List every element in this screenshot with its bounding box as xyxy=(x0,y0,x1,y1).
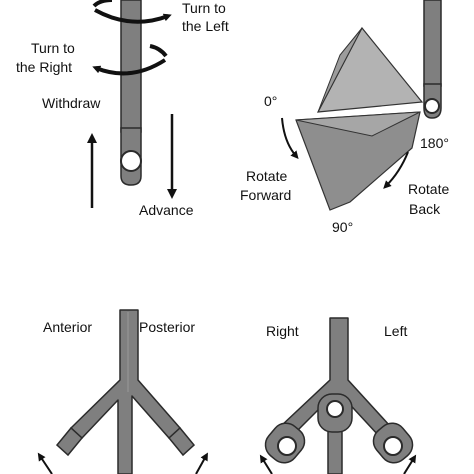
turn-right-label-line2: the Right xyxy=(16,59,72,75)
turn-left-label-line1: Turn to xyxy=(182,0,226,16)
flexion-tip-lens-icon xyxy=(424,98,440,114)
rotate-forward-arrow xyxy=(281,117,299,160)
panel-tip-flexion: 0° 180° 90° Rotate Forward Rotate Back xyxy=(240,0,449,235)
anterior-direction-arrow xyxy=(37,452,53,474)
scope-shaft-flexion xyxy=(423,0,442,119)
scope-shaft xyxy=(120,0,142,186)
angle-end-label: 180° xyxy=(420,135,449,151)
anterior-label: Anterior xyxy=(43,319,92,335)
center-tip xyxy=(317,393,353,433)
panel-anterior-posterior: Anterior Posterior xyxy=(37,309,208,474)
left-label: Left xyxy=(384,323,407,339)
withdraw-label: Withdraw xyxy=(42,95,101,111)
center-tip-lens-icon xyxy=(326,400,344,418)
scope-tip-lens-icon xyxy=(120,150,142,172)
right-tip xyxy=(264,422,306,464)
posterior-tip xyxy=(167,426,196,457)
panel-shaft-motions: Turn to the Left Turn to the Right Withd… xyxy=(16,0,229,218)
turn-left-arrow xyxy=(92,0,172,24)
turn-right-arrow xyxy=(92,44,168,76)
posterior-direction-arrow xyxy=(195,452,208,474)
flexion-sector-upper-shade xyxy=(317,27,363,113)
flexion-sector-upper xyxy=(316,26,424,113)
left-direction-arrow xyxy=(403,454,417,474)
rotate-forward-label-line1: Rotate xyxy=(246,168,287,184)
rotate-back-label-line1: Rotate xyxy=(408,181,449,197)
turn-left-label-line2: the Left xyxy=(182,18,229,34)
advance-label: Advance xyxy=(139,202,194,218)
left-tip-lens-icon xyxy=(383,436,403,456)
flexion-sector-plane xyxy=(295,111,421,137)
angle-start-label: 0° xyxy=(264,93,277,109)
right-label: Right xyxy=(266,323,299,339)
turn-right-label-line1: Turn to xyxy=(31,40,75,56)
right-direction-arrow xyxy=(259,454,273,474)
rotate-back-label-line2: Back xyxy=(409,201,441,217)
posterior-label: Posterior xyxy=(139,319,195,335)
rotate-back-arrow xyxy=(383,151,409,189)
rotate-forward-label-line2: Forward xyxy=(240,187,291,203)
panel-right-left: Right Left xyxy=(259,317,417,474)
left-tip xyxy=(372,422,414,464)
angle-mid-label: 90° xyxy=(332,219,353,235)
right-tip-lens-icon xyxy=(277,436,297,456)
anterior-tip xyxy=(55,426,84,457)
